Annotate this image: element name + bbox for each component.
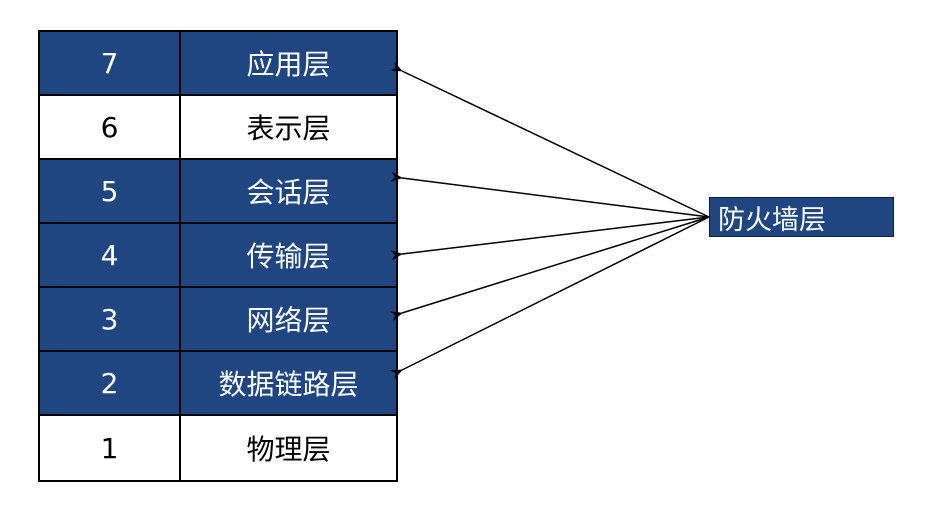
layer-row-5: 5 会话层 (40, 160, 396, 224)
firewall-label: 防火墙层 (718, 204, 826, 236)
layer-number: 3 (40, 288, 181, 350)
arrow-to-layer-2 (389, 216, 710, 380)
layer-name: 应用层 (246, 48, 331, 81)
layer-row-2: 2 数据链路层 (40, 352, 396, 416)
layer-number: 5 (40, 160, 181, 222)
layer-number: 7 (40, 32, 181, 94)
arrow-to-layer-4 (390, 216, 710, 261)
layer-number: 2 (40, 352, 181, 414)
arrow-to-layer-5 (390, 171, 710, 218)
layer-name: 表示层 (246, 112, 331, 145)
layer-name: 会话层 (246, 176, 331, 209)
arrow-to-layer-7 (389, 61, 710, 218)
layer-number: 6 (40, 96, 181, 158)
layer-number: 4 (40, 224, 181, 286)
layer-name: 物理层 (246, 433, 331, 466)
layer-row-6: 6 表示层 (40, 96, 396, 160)
layer-row-1: 1 物理层 (40, 416, 396, 480)
layer-number: 1 (40, 416, 181, 480)
osi-layer-table: 7 应用层 6 表示层 5 会话层 4 传输层 3 网络层 2 数据链路层 1 … (38, 30, 398, 482)
layer-name: 数据链路层 (218, 368, 359, 401)
firewall-layer-box: 防火墙层 (709, 197, 894, 237)
layer-row-7: 7 应用层 (40, 32, 396, 96)
layer-row-4: 4 传输层 (40, 224, 396, 288)
layer-name: 网络层 (246, 304, 331, 337)
arrow-to-layer-3 (390, 216, 710, 322)
layer-name: 传输层 (246, 240, 331, 273)
layer-row-3: 3 网络层 (40, 288, 396, 352)
